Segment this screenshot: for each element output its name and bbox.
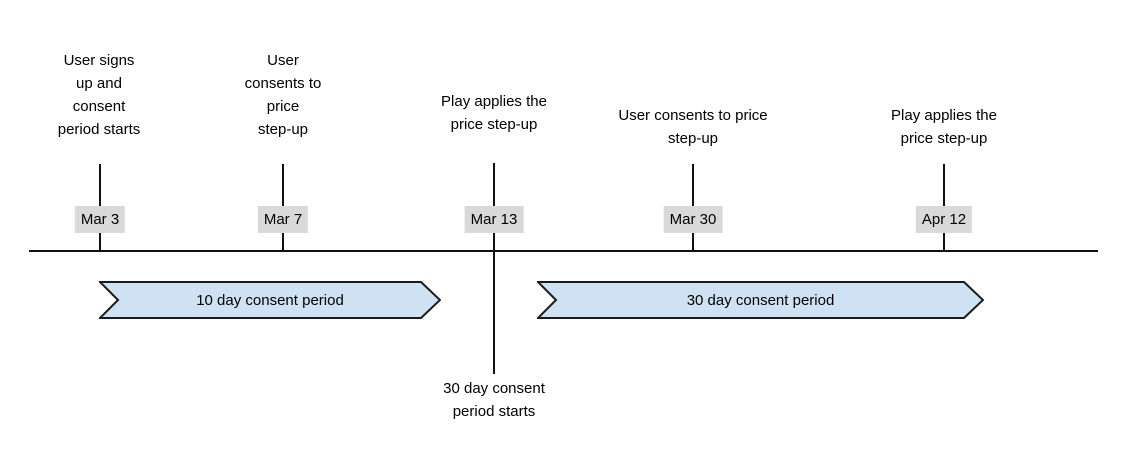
- event-tick-with-callout-line: [493, 163, 495, 374]
- event-date-label: Apr 12: [915, 206, 973, 233]
- event-date-label: Mar 7: [257, 206, 309, 233]
- callout-text: 30 day consent period starts: [443, 380, 545, 420]
- period-arrow: 30 day consent period: [537, 281, 984, 319]
- event-title: User consents to price step-up: [244, 52, 322, 138]
- event-date-label: Mar 13: [464, 206, 524, 233]
- timeline-axis: [29, 250, 1098, 252]
- period-arrow-shape: [99, 281, 441, 319]
- period-arrow: 10 day consent period: [99, 281, 441, 319]
- event-title: User consents to price step-up: [618, 107, 768, 147]
- event-title: Play applies the price step-up: [441, 93, 547, 133]
- event-date-label: Mar 3: [74, 206, 126, 233]
- period-label: 10 day consent period: [196, 291, 344, 309]
- event-title: User signs up and consent period starts: [57, 52, 141, 138]
- period-arrow-shape: [537, 281, 984, 319]
- period-label: 30 day consent period: [686, 291, 835, 309]
- event-title: Play applies the price step-up: [891, 107, 997, 147]
- event-date-label: Mar 30: [663, 206, 723, 233]
